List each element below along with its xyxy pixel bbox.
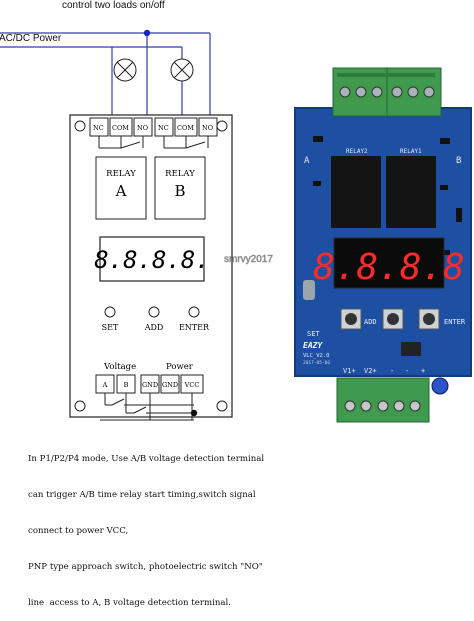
contact-nc-a: NC [93, 124, 104, 132]
board-set-label: SET [307, 330, 320, 338]
enter-button[interactable] [188, 306, 200, 318]
relay-a-letter: A [115, 182, 127, 200]
lamp-1-icon [113, 58, 137, 82]
power-label: AC/DC Power [0, 33, 62, 44]
caption-line: PNP type approach switch, photoelectric … [28, 562, 263, 572]
relay-a-box [95, 156, 147, 220]
enter-label: ENTER [179, 323, 210, 332]
smd-components [303, 136, 462, 356]
relay-board: RELAY2 RELAY1 A B 8.8.8.8 SET ADD ENTER … [294, 67, 472, 423]
power-group-label: Power [166, 362, 194, 372]
relay-contact-block [89, 117, 218, 137]
relay-2-label: RELAY2 [346, 148, 368, 155]
diagram-title: control two loads on/off [62, 0, 165, 11]
terminal-vcc: VCC [184, 381, 200, 389]
relay-b-letter: B [174, 182, 185, 200]
relay-a-top: RELAY [106, 169, 136, 179]
top-terminal-teeth [337, 73, 435, 77]
set-button[interactable] [104, 306, 116, 318]
caption-text: In P1/P2/P4 mode, Use A/B voltage detect… [28, 429, 468, 621]
board-date-code: 2017-05-06 [303, 360, 330, 366]
input-terminal-block [95, 374, 204, 394]
bottom-terminal-block [336, 377, 430, 423]
relay-1 [386, 156, 436, 228]
side-label-b: B [456, 156, 461, 166]
terminal-gnd-2: GND [162, 381, 178, 389]
board-terminal-v2: V2+ [364, 367, 377, 375]
terminal-a: A [102, 381, 108, 389]
lamp-2-icon [170, 58, 194, 82]
caption-line: line access to A, B voltage detection te… [28, 598, 231, 608]
bottom-terminal-screws [344, 400, 421, 412]
board-display [333, 237, 445, 289]
board-model: VLC_V2.0 [303, 353, 330, 359]
terminal-b: B [124, 381, 129, 389]
board-terminal-v1: V1+ [343, 367, 356, 375]
side-label-a: A [304, 156, 310, 166]
contact-com-a: COM [112, 124, 129, 132]
caption-line: connect to power VCC, [28, 526, 129, 536]
contact-com-b: COM [177, 124, 194, 132]
board-brand: EAZY [303, 341, 323, 350]
terminal-gnd-1: GND [142, 381, 158, 389]
panel-buttons [104, 306, 200, 318]
relay-2 [331, 156, 381, 228]
contact-nc-b: NC [158, 124, 169, 132]
board-terminal-plus: + [421, 367, 425, 375]
board-enter-label: ENTER [444, 318, 466, 326]
add-label: ADD [144, 323, 164, 332]
contact-no-b: NO [202, 124, 213, 132]
caption-line: can trigger A/B time relay start timing,… [28, 490, 256, 500]
board-terminal-minus-2: - [405, 367, 409, 375]
input-wiring [100, 393, 194, 421]
board-buttons [340, 308, 440, 330]
wiring-diagram: control two loads on/off AC/DC Power NC … [0, 0, 472, 423]
board-capacitor [431, 377, 449, 395]
caption-line: In P1/P2/P4 mode, Use A/B voltage detect… [28, 454, 265, 464]
board-display-digits: 8.8.8.8 [313, 247, 465, 288]
board-add-label: ADD [364, 318, 377, 326]
relay-b-top: RELAY [165, 169, 195, 179]
watermark: smrvy2017 [224, 254, 273, 265]
add-button[interactable] [148, 306, 160, 318]
junction-dot [143, 29, 151, 37]
set-label: SET [102, 323, 119, 332]
relay-b-box [154, 156, 206, 220]
vcc-junction-dot [190, 409, 198, 417]
top-terminal-screws [339, 86, 435, 98]
relay-1-label: RELAY1 [400, 148, 422, 155]
display-frame [99, 236, 205, 282]
voltage-label: Voltage [103, 362, 136, 372]
contact-no-a: NO [137, 124, 148, 132]
display-digits: 8.8.8.8. [94, 246, 210, 274]
relay-switch-symbols [98, 136, 209, 149]
board-terminal-minus-1: - [390, 367, 394, 375]
